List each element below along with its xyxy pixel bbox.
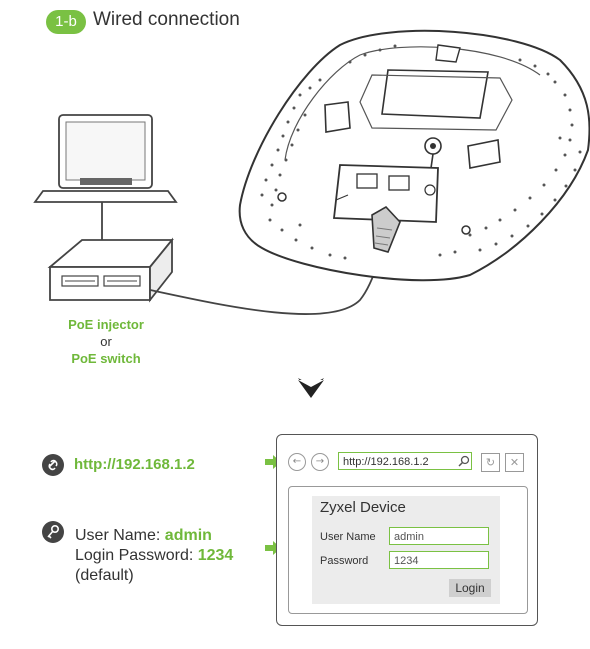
password-field-label: Password bbox=[320, 555, 369, 567]
username-field[interactable]: admin bbox=[389, 527, 489, 545]
link-icon bbox=[42, 454, 64, 476]
username-line: User Name: admin bbox=[75, 527, 212, 545]
password-field[interactable]: 1234 bbox=[389, 551, 489, 569]
laptop-icon bbox=[33, 114, 178, 203]
search-icon[interactable] bbox=[458, 455, 470, 467]
poe-switch-icon bbox=[47, 237, 174, 303]
forward-icon[interactable]: → bbox=[311, 453, 329, 471]
close-icon[interactable]: ✕ bbox=[505, 453, 524, 472]
password-value: 1234 bbox=[197, 547, 234, 564]
password-line: Login Password: 1234 bbox=[75, 547, 233, 565]
login-button[interactable]: Login bbox=[449, 579, 491, 597]
default-note: (default) bbox=[75, 567, 134, 584]
poe-injector-label: PoE injector bbox=[68, 317, 144, 332]
key-icon bbox=[42, 521, 64, 543]
panel-title: Zyxel Device bbox=[320, 499, 406, 516]
or-label: or bbox=[100, 334, 112, 349]
step-title: Wired connection bbox=[93, 9, 240, 30]
username-label: User Name: bbox=[75, 527, 165, 544]
poe-switch-label: PoE switch bbox=[71, 351, 141, 366]
vent-dots bbox=[260, 44, 582, 260]
password-label: Login Password: bbox=[75, 547, 198, 564]
down-arrow-icon bbox=[298, 380, 324, 398]
hardware-illustration bbox=[33, 29, 590, 380]
refresh-icon[interactable]: ↻ bbox=[481, 453, 500, 472]
step-badge: 1-b bbox=[46, 10, 86, 34]
access-point-icon bbox=[238, 29, 590, 282]
username-field-label: User Name bbox=[320, 531, 376, 543]
back-icon[interactable]: ← bbox=[288, 453, 306, 471]
address-bar[interactable]: http://192.168.1.2 bbox=[338, 452, 472, 470]
ip-address-text: http://192.168.1.2 bbox=[74, 456, 195, 473]
username-value: admin bbox=[164, 527, 212, 544]
